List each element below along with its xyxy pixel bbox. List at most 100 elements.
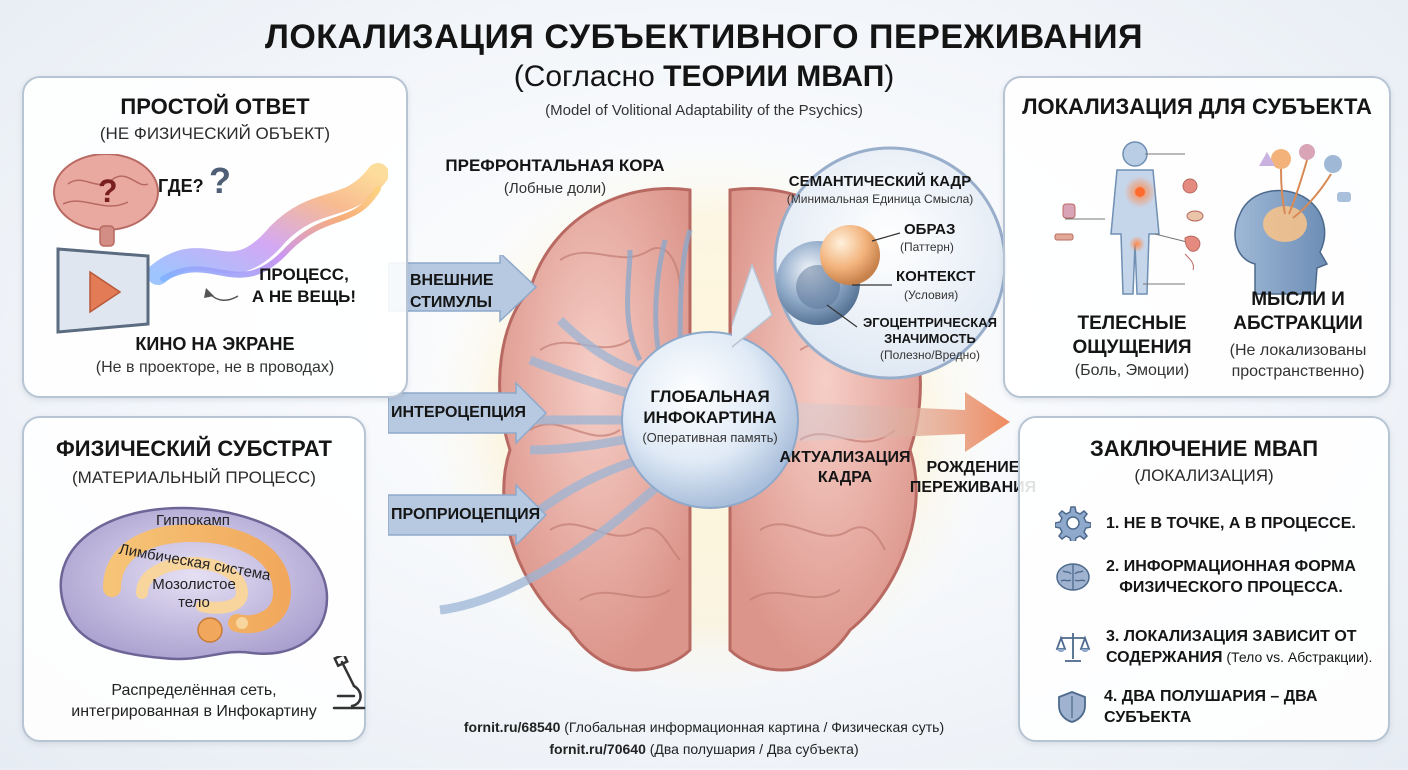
ego-line1: ЭГОЦЕНТРИЧЕСКАЯ — [863, 315, 997, 330]
substrate-subheading: (МАТЕРИАЛЬНЫЙ ПРОЦЕСС) — [72, 468, 316, 487]
process-line2: А НЕ ВЕЩЬ! — [251, 287, 357, 306]
subject-localization-panel: ЛОКАЛИЗАЦИЯ ДЛЯ СУБЪЕКТА — [1003, 76, 1391, 398]
thoughts-note: (Не локализованы пространственно) — [1213, 340, 1383, 382]
conclusion-heading: ЗАКЛЮЧЕНИЕ МВАП — [1089, 436, 1319, 461]
prefrontal-note: (Лобные доли) — [503, 180, 607, 197]
actualization-label: АКТУАЛИЗАЦИЯ КАДРА — [770, 448, 920, 488]
thoughts-note-line1: (Не локализованы — [1229, 342, 1367, 359]
body-line2: ОЩУЩЕНИЯ — [1072, 337, 1192, 358]
limbic-band — [103, 523, 292, 634]
substrate-brain-illustration — [59, 506, 329, 661]
body-sensations-note: (Боль, Эмоции) — [1074, 362, 1190, 379]
prefrontal-label: ПРЕФРОНТАЛЬНАЯ КОРА — [445, 156, 665, 175]
network-label: Распределённая сеть, интегрированная в Ин… — [24, 680, 364, 722]
corpus-band — [136, 556, 249, 614]
simple-answer-heading: ПРОСТОЙ ОТВЕТ — [120, 94, 310, 119]
thoughts-line1: МЫСЛИ И — [1251, 289, 1345, 310]
left-hemisphere — [498, 187, 692, 672]
subtitle-suffix: ) — [884, 60, 895, 93]
amygdala-node — [236, 617, 248, 629]
network-line1: Распределённая сеть, — [111, 682, 277, 699]
body-sensations-label: ТЕЛЕСНЫЕ ОЩУЩЕНИЯ — [1047, 312, 1217, 360]
corpus-line1: Мозолистое — [152, 576, 236, 593]
item3-bold: СОДЕРЖАНИЯ — [1106, 649, 1223, 666]
conclusion-panel: ЗАКЛЮЧЕНИЕ МВАП (ЛОКАЛИЗАЦИЯ) 1. НЕ В ТО… — [1018, 416, 1390, 742]
birth-line2: ПЕРЕЖИВАНИЯ — [909, 479, 1037, 496]
ego-note: (Полезно/Вредно) — [880, 348, 980, 362]
external-stimuli-line1: ВНЕШНИЕ — [410, 272, 494, 289]
conclusion-item-2-text: 2. ИНФОРМАЦИОННАЯ ФОРМА ФИЗИЧЕСКОГО ПРОЦЕ… — [1106, 556, 1356, 598]
substrate-panel: ФИЗИЧЕСКИЙ СУБСТРАТ (МАТЕРИАЛЬНЫЙ ПРОЦЕС… — [22, 416, 366, 742]
external-stimuli-line2: СТИМУЛЫ — [410, 294, 492, 311]
interoception-arrow — [388, 381, 548, 445]
simple-answer-subheading: (НЕ ФИЗИЧЕСКИЙ ОБЪЕКТ) — [99, 124, 331, 143]
conclusion-item-1-text: 1. НЕ В ТОЧКЕ, А В ПРОЦЕССЕ. — [1106, 514, 1356, 532]
semantic-frame-note: (Минимальная Единица Смысла) — [786, 192, 974, 206]
output-arrow — [780, 392, 1010, 452]
curved-arrow-head — [204, 288, 214, 298]
thoughts-note-line2: пространственно) — [1231, 363, 1365, 380]
hippocampus-node — [197, 617, 223, 643]
global-infocard-sphere — [621, 331, 799, 509]
actualization-line2: КАДРА — [817, 469, 873, 486]
proprioception-label: ПРОПРИОЦЕПЦИЯ — [391, 506, 541, 523]
input-arrows — [388, 255, 548, 545]
shield-icon — [1054, 688, 1090, 726]
conclusion-item-4: 4. ДВА ПОЛУШАРИЯ – ДВА СУБЪЕКТА — [1054, 686, 1388, 728]
conclusion-subheading: (ЛОКАЛИЗАЦИЯ) — [1134, 466, 1274, 485]
actualization-line1: АКТУАЛИЗАЦИЯ — [779, 449, 911, 466]
energy-flow-inner — [160, 186, 381, 282]
image-sphere — [820, 225, 880, 285]
footer-link-1-url[interactable]: fornit.ru/68540 — [463, 719, 561, 735]
context-label: КОНТЕКСТ — [896, 268, 976, 285]
footer-link-2-url[interactable]: fornit.ru/70640 — [549, 741, 646, 757]
subject-localization-heading: ЛОКАЛИЗАЦИЯ ДЛЯ СУБЪЕКТА — [1022, 94, 1372, 119]
item2-line2: ФИЗИЧЕСКОГО ПРОЦЕССА. — [1119, 579, 1343, 596]
input-flows — [439, 316, 674, 615]
page-title: ЛОКАЛИЗАЦИЯ СУБЪЕКТИВНОГО ПЕРЕЖИВАНИЯ — [264, 18, 1144, 56]
ego-pointer — [826, 304, 858, 328]
thinking-head-icon — [1234, 144, 1351, 295]
conclusion-item-1: 1. НЕ В ТОЧКЕ, А В ПРОЦЕССЕ. — [1054, 504, 1356, 542]
page-subtitle-english: (Model of Volitional Adaptability of the… — [545, 102, 863, 119]
human-body-icon — [1110, 141, 1160, 295]
external-stimuli-label: ВНЕШНИЕ СТИМУЛЫ — [410, 270, 494, 314]
global-infocard-note: (Оперативная память) — [642, 430, 778, 445]
context-note: (Условия) — [904, 288, 959, 302]
film-screen-icon — [56, 247, 150, 334]
organ-icons — [1054, 178, 1204, 271]
corpus-line2: тело — [178, 594, 210, 611]
process-label: ПРОЦЕСС,А НЕ ВЕЩЬ! — [229, 264, 379, 308]
microscope-icon — [332, 656, 366, 710]
item3-regular: (Тело vs. Абстракции). — [1222, 649, 1373, 665]
where-label: ГДЕ? — [158, 176, 204, 196]
cinema-note: (Не в проекторе, не в проводах) — [95, 359, 335, 376]
subtitle-prefix: (Согласно — [513, 60, 664, 93]
footer-link-1: fornit.ru/68540 (Глобальная информационн… — [0, 719, 1408, 735]
subtitle-bold: ТЕОРИИ МВАП — [663, 60, 885, 93]
interoception-label: ИНТЕРОЦЕПЦИЯ — [391, 404, 526, 421]
simple-answer-illustration: ? — [53, 154, 388, 334]
thoughts-line2: АБСТРАКЦИИ — [1233, 313, 1363, 334]
conclusion-item-2: 2. ИНФОРМАЦИОННАЯ ФОРМА ФИЗИЧЕСКОГО ПРОЦЕ… — [1054, 556, 1356, 598]
brain-icon — [1054, 558, 1092, 596]
item2-line1: 2. ИНФОРМАЦИОННАЯ ФОРМА — [1106, 558, 1356, 575]
brain-question-icon: ? — [53, 154, 159, 247]
birth-line1: РОЖДЕНИЕ — [926, 459, 1020, 476]
hippocampus-label: Гиппокамп — [156, 512, 230, 529]
network-line2: интегрированная в Инфокартину — [71, 703, 317, 720]
body-line1: ТЕЛЕСНЫЕ — [1077, 313, 1187, 334]
footer-link-1-desc: (Глобальная информационная картина / Физ… — [560, 719, 945, 735]
cinema-label: КИНО НА ЭКРАНЕ — [135, 334, 295, 354]
proprioception-arrow — [388, 483, 548, 545]
subject-localization-illustration — [1054, 141, 1351, 295]
energy-flow — [147, 163, 388, 285]
thoughts-label: МЫСЛИ И АБСТРАКЦИИ — [1213, 288, 1383, 336]
image-note: (Паттерн) — [900, 240, 954, 254]
substrate-heading: ФИЗИЧЕСКИЙ СУБСТРАТ — [56, 436, 332, 461]
